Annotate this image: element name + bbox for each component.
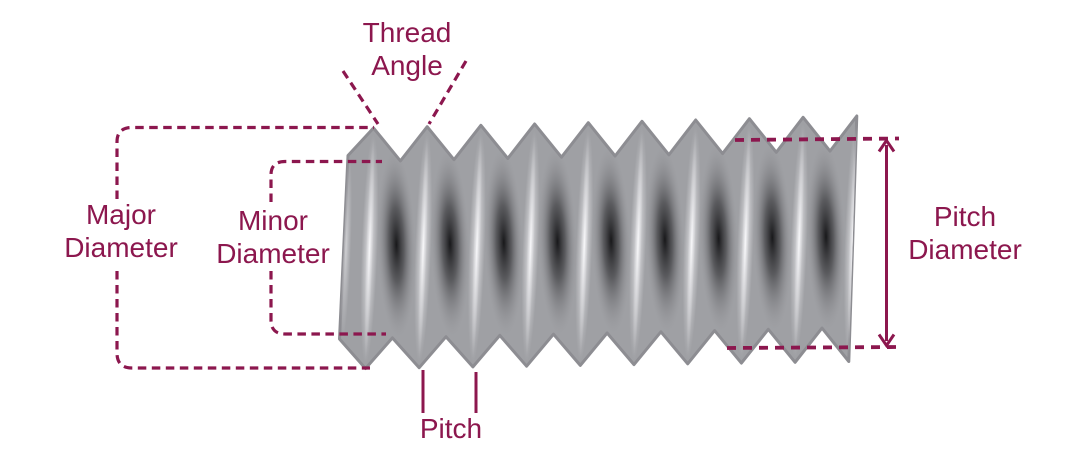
pitch-label: Pitch [391, 412, 511, 445]
thread-shading-ellipse [430, 150, 470, 337]
thread-angle-label: Thread Angle [317, 16, 497, 82]
thread-shading-ellipse [632, 132, 644, 356]
thread-shading-ellipse [591, 147, 631, 334]
thread-shading-ellipse [377, 151, 416, 338]
minor-diameter-leader-bottom [269, 271, 386, 336]
minor-diameter-label: Minor Diameter [183, 204, 363, 270]
pitch-label-line1: Pitch [419, 413, 483, 444]
thread-shading-ellipse [340, 155, 352, 339]
minor-diameter-label-line2: Diameter [216, 238, 330, 269]
pitch-diameter-label-line2: Diameter [908, 234, 1022, 265]
thread-angle-leader-right [427, 60, 468, 125]
thread-shading-ellipse [686, 130, 697, 356]
minor-diameter-label-line1: Minor [237, 205, 308, 236]
thread-shading-ellipse [806, 143, 846, 330]
pitch-diameter-double-arrow-icon [877, 137, 896, 349]
major-diameter-label-line2: Diameter [64, 232, 178, 263]
minor-diameter-leader-top [269, 159, 382, 202]
pitch-diameter-label-line1: Pitch [933, 201, 997, 232]
screw-thread-illustration [338, 114, 859, 370]
pitch-diameter-line-top [734, 136, 900, 142]
thread-shading-ellipse [418, 137, 429, 360]
major-diameter-label-line1: Major [85, 199, 156, 230]
thread-shading-ellipse [484, 149, 523, 336]
thread-angle-label-line2: Angle [371, 50, 443, 81]
major-diameter-leader-bottom [115, 271, 370, 370]
screw-thread-shading [340, 122, 857, 365]
thread-shading-ellipse [525, 134, 536, 358]
thread-shading-ellipse [364, 138, 375, 360]
pitch-diameter-label: Pitch Diameter [875, 200, 1055, 266]
thread-shading-ellipse [579, 133, 590, 357]
thread-shading-ellipse [793, 128, 805, 354]
thread-shading-ellipse [699, 145, 738, 332]
thread-shading-ellipse [538, 148, 577, 335]
major-diameter-leader-top [115, 125, 374, 199]
thread-angle-label-line1: Thread [362, 17, 452, 48]
thread-shading-ellipse [740, 129, 751, 355]
thread-shading-ellipse [471, 135, 483, 359]
pitch-diameter-line-bottom [726, 345, 900, 350]
thread-shading-ellipse [645, 146, 685, 333]
thread-angle-leader-left [341, 70, 380, 125]
thread-shading-ellipse [753, 144, 792, 331]
major-diameter-label: Major Diameter [31, 198, 211, 264]
